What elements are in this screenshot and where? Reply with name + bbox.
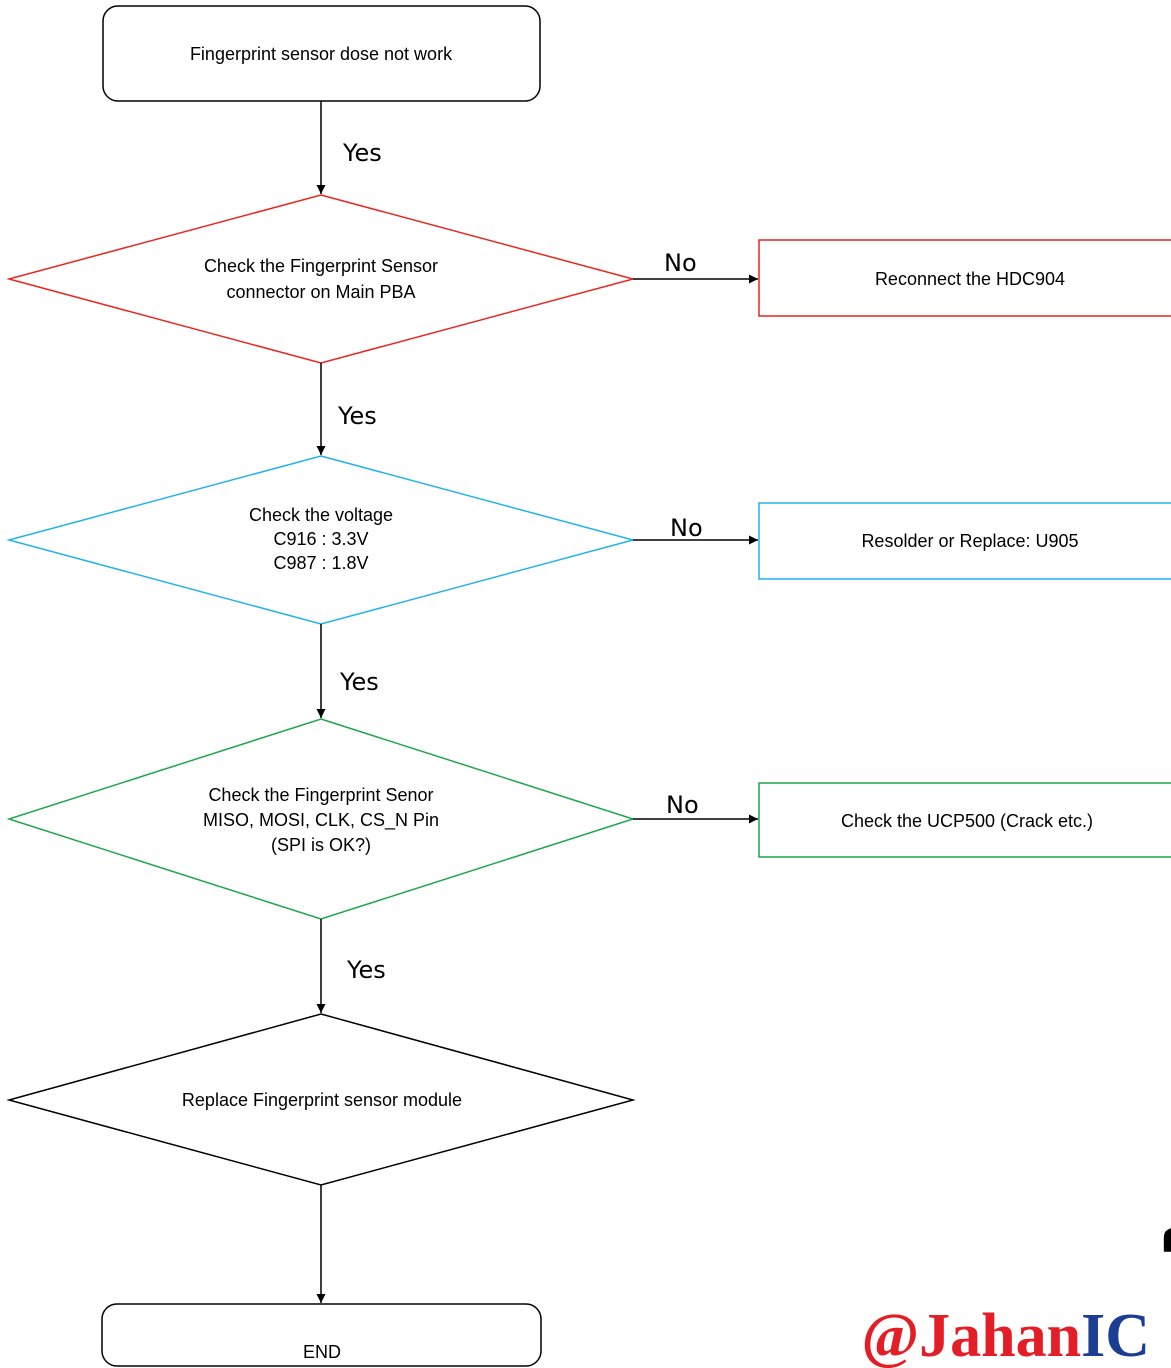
decision2-line3: C987 : 1.8V: [273, 553, 368, 573]
start-label: Fingerprint sensor dose not work: [190, 44, 453, 64]
decision2-line1: Check the voltage: [249, 505, 393, 525]
action3-label: Check the UCP500 (Crack etc.): [841, 811, 1093, 831]
decision2-line2: C916 : 3.3V: [273, 529, 368, 549]
action-resolder: Resolder or Replace: U905: [758, 502, 1171, 580]
decision-voltage-check: Check the voltage C916 : 3.3V C987 : 1.8…: [6, 455, 636, 625]
watermark-handle-at: @: [861, 1302, 919, 1368]
end-node: END: [101, 1303, 542, 1367]
decision1-line2: connector on Main PBA: [226, 282, 415, 302]
no-label-3: No: [666, 791, 699, 819]
decision3-line1: Check the Fingerprint Senor: [208, 785, 433, 805]
yes-label-1: Yes: [342, 139, 382, 167]
watermark-handle: @JahanIC: [861, 1302, 1150, 1368]
decision1-line1: Check the Fingerprint Sensor: [204, 256, 438, 276]
no-label-2: No: [670, 514, 703, 542]
yes-label-3: Yes: [339, 668, 379, 696]
end-label: END: [303, 1342, 341, 1362]
decision-connector-check: Check the Fingerprint Sensor connector o…: [6, 194, 636, 364]
watermark-persian-text: کانال ما در تلگرام: [1160, 1187, 1171, 1252]
decision3-line3: (SPI is OK?): [271, 835, 371, 855]
action-reconnect: Reconnect the HDC904: [758, 239, 1171, 317]
no-label-1: No: [664, 249, 697, 277]
action1-label: Reconnect the HDC904: [875, 269, 1065, 289]
watermark-handle-name: Jahan: [919, 1302, 1081, 1368]
decision-replace-module: Replace Fingerprint sensor module: [6, 1013, 636, 1186]
action2-label: Resolder or Replace: U905: [861, 531, 1078, 551]
decision-spi-check: Check the Fingerprint Senor MISO, MOSI, …: [6, 718, 636, 920]
watermark-handle-suffix: IC: [1081, 1302, 1150, 1368]
decision3-line2: MISO, MOSI, CLK, CS_N Pin: [203, 810, 439, 831]
decision4-label: Replace Fingerprint sensor module: [182, 1090, 462, 1110]
action-check-ucp: Check the UCP500 (Crack etc.): [758, 782, 1171, 858]
yes-label-4: Yes: [346, 956, 386, 984]
yes-label-2: Yes: [337, 402, 377, 430]
start-node: Fingerprint sensor dose not work: [102, 5, 541, 102]
telegram-watermark: کانال ما در تلگرام @JahanIC: [861, 1187, 1171, 1368]
